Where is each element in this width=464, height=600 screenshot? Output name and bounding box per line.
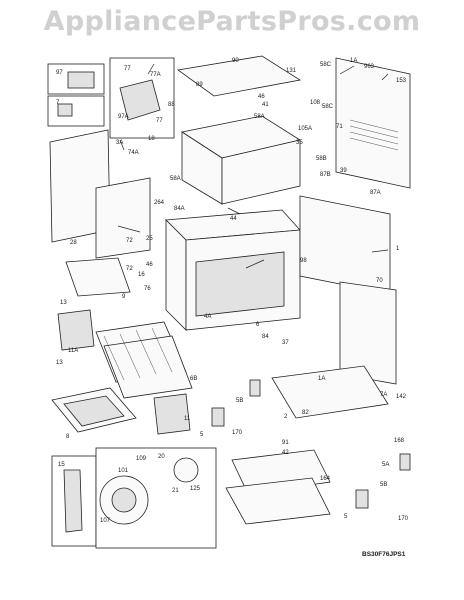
label-58B: 58B — [316, 156, 327, 162]
label-41: 41 — [262, 102, 269, 108]
label-35: 35 — [296, 140, 303, 146]
warming-drawer — [225, 365, 389, 525]
label-72-b: 72 — [126, 266, 133, 272]
label-42: 42 — [282, 450, 289, 456]
label-25: 25 — [146, 236, 153, 242]
oven-racks — [65, 257, 193, 399]
label-13-b: 13 — [56, 360, 63, 366]
label-16: 16 — [138, 272, 145, 278]
label-58A-b: 58A — [170, 176, 181, 182]
watermark: AppliancePartsPros.com — [43, 6, 421, 37]
oven-cavity — [165, 209, 301, 331]
label-963: 963 — [364, 64, 375, 70]
leveling-legs — [211, 379, 411, 509]
label-4A: 4A — [204, 314, 211, 320]
label-97A: 97A — [118, 114, 129, 120]
label-76: 76 — [144, 286, 151, 292]
label-18: 18 — [148, 136, 155, 142]
side-panel-right — [299, 195, 397, 385]
label-72: 72 — [126, 238, 133, 244]
label-170: 170 — [232, 430, 243, 436]
label-44: 44 — [230, 216, 237, 222]
label-46: 46 — [258, 94, 265, 100]
label-37: 37 — [282, 340, 289, 346]
label-109: 109 — [136, 456, 147, 462]
label-125: 125 — [190, 486, 201, 492]
label-91: 91 — [282, 440, 289, 446]
label-6: 6 — [256, 322, 260, 328]
label-5: 5 — [200, 432, 204, 438]
label-164: 164 — [320, 476, 331, 482]
label-87A: 87A — [370, 190, 381, 196]
label-264: 264 — [154, 200, 165, 206]
label-58C: 58C — [320, 62, 332, 68]
label-13: 13 — [60, 300, 67, 306]
label-142: 142 — [396, 394, 407, 400]
label-87B: 87B — [320, 172, 331, 178]
label-46-b: 46 — [146, 262, 153, 268]
label-168: 168 — [394, 438, 405, 444]
label-97: 97 — [56, 70, 63, 76]
label-1: 1 — [396, 246, 400, 252]
label-5A: 5A — [382, 462, 389, 468]
label-8: 8 — [66, 434, 70, 440]
rack-supports — [57, 309, 191, 435]
label-6B: 6B — [190, 376, 197, 382]
label-153: 153 — [396, 78, 407, 84]
label-77: 77 — [124, 66, 131, 72]
label-9: 9 — [122, 294, 126, 300]
label-28: 28 — [70, 240, 77, 246]
label-77b: 77 — [156, 118, 163, 124]
label-39: 39 — [340, 168, 347, 174]
label-7: 7 — [56, 100, 60, 106]
label-98: 98 — [300, 258, 307, 264]
back-panel — [335, 57, 411, 189]
inset-convection-fan — [51, 447, 217, 549]
label-82: 82 — [302, 410, 309, 416]
label-88: 88 — [168, 102, 175, 108]
label-1A-b: 1A — [318, 376, 325, 382]
label-11: 11 — [184, 416, 191, 422]
label-74A: 74A — [128, 150, 139, 156]
label-90: 90 — [232, 58, 239, 64]
label-107: 107 — [100, 518, 111, 524]
broil-pan — [51, 387, 137, 433]
label-131: 131 — [286, 68, 297, 74]
diagram-code: BS30F76JPS1 — [362, 551, 406, 558]
label-77A: 77A — [150, 72, 161, 78]
label-108: 108 — [310, 100, 321, 106]
oven-top-shell — [176, 55, 302, 205]
label-1A: 1A — [350, 58, 357, 64]
label-58C-b: 58C — [322, 104, 334, 110]
label-105A: 105A — [298, 126, 312, 132]
door-panels — [49, 129, 151, 259]
label-89: 89 — [196, 82, 203, 88]
label-11A: 11A — [68, 348, 78, 354]
label-3A: 3A — [116, 140, 123, 146]
label-170-b: 170 — [398, 516, 409, 522]
label-5-b: 5 — [344, 514, 348, 520]
label-84: 84 — [262, 334, 269, 340]
label-20: 20 — [158, 454, 165, 460]
label-71: 71 — [336, 124, 343, 130]
inset-control-board — [47, 57, 175, 139]
label-7A: 7A — [380, 392, 387, 398]
part-labels: 963 1A 153 58C 131 90 97 77 77A 89 7 97A… — [56, 58, 409, 558]
label-101: 101 — [118, 468, 129, 474]
label-2: 2 — [284, 414, 288, 420]
label-5B-b: 5B — [380, 482, 387, 488]
label-5B: 5B — [236, 398, 243, 404]
label-70: 70 — [376, 278, 383, 284]
label-84A: 84A — [174, 206, 185, 212]
label-15: 15 — [58, 462, 65, 468]
leader-lines — [117, 63, 389, 269]
label-58A: 58A — [254, 114, 265, 120]
label-21: 21 — [172, 488, 179, 494]
